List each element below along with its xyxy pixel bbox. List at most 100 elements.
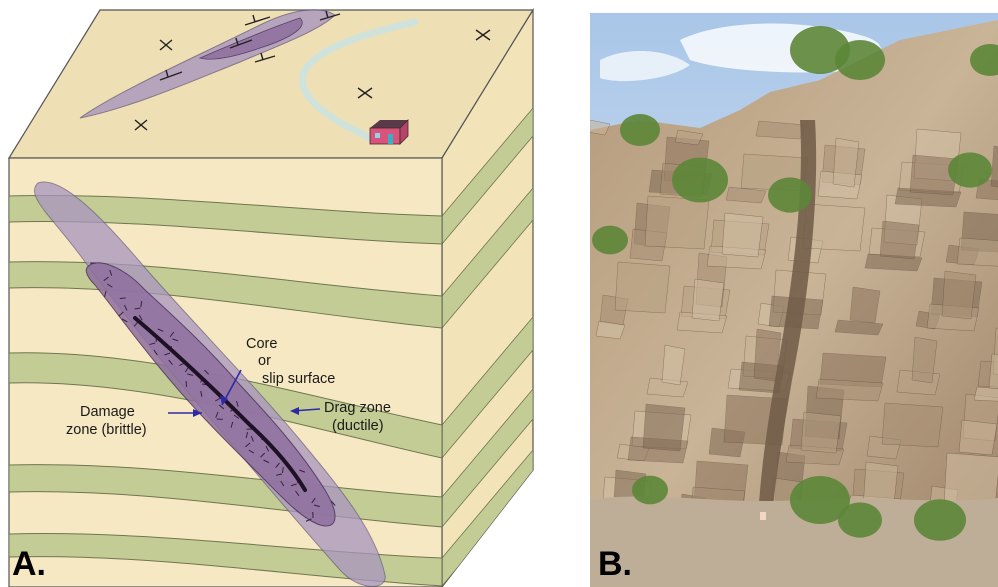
fracture-tick [280, 480, 285, 487]
fracture-tick [104, 290, 107, 297]
rock-block [990, 145, 998, 188]
core-label-line2: or [258, 353, 271, 369]
fracture-tick [168, 359, 173, 365]
vegetation-clump [948, 152, 992, 188]
rock-block [674, 129, 704, 146]
rock-block [815, 378, 884, 402]
core-label-line3: slip surface [262, 371, 335, 387]
rock-block [590, 119, 611, 136]
fracture-tick [245, 431, 248, 438]
fracture-tick [118, 311, 124, 317]
fracture-tick [233, 414, 240, 419]
fracture-tick [295, 490, 300, 497]
fracture-tick [187, 373, 194, 376]
fracture-tick [305, 518, 312, 522]
fracture-tick [276, 473, 283, 476]
zone-labels: Core or slip surface Damage zone (brittl… [66, 336, 391, 438]
fracture-tick [121, 318, 128, 323]
drag-label-line2: (ductile) [332, 418, 384, 434]
vegetation [592, 26, 998, 541]
rock-block [725, 186, 767, 204]
fracture-tick [282, 466, 284, 474]
fracture-tick [215, 411, 219, 418]
rock-block [941, 270, 977, 320]
side-layer-stripe [442, 186, 533, 330]
vegetation-clump [914, 499, 966, 541]
road [299, 18, 419, 144]
rock-block [909, 154, 959, 196]
fracture-tick [133, 321, 139, 327]
rock-block [614, 261, 671, 314]
label-arrows [168, 369, 321, 417]
rock-block [849, 286, 881, 324]
rock-block [879, 220, 920, 260]
fracture-tick [119, 297, 126, 300]
fracture-tick [290, 483, 297, 487]
fracture-tick [230, 421, 234, 428]
strike-dip-symbols [134, 10, 491, 131]
fracture-tick [215, 397, 221, 402]
rock-block [691, 278, 725, 322]
vegetation-clump [970, 44, 998, 76]
fracture-tick [103, 276, 109, 282]
fracture-tick [250, 435, 254, 442]
fracture-tick [124, 304, 128, 311]
fault-core-slip-surface [133, 316, 307, 492]
vegetation-clump [632, 475, 668, 505]
vegetation-clump [790, 476, 850, 524]
side-layer-stripe [442, 448, 533, 587]
rock-block [988, 353, 998, 389]
vegetation-clump [620, 114, 660, 146]
fault-band [758, 120, 817, 520]
damage-label-line2: zone (brittle) [66, 422, 147, 438]
rock-block [800, 411, 842, 454]
fracture-tick [157, 328, 164, 332]
fracture-tick [313, 504, 320, 508]
block-diagram: Core or slip surface Damage zone (brittl… [7, 7, 535, 587]
fracture-tick [153, 349, 158, 356]
fracture-tick [106, 283, 113, 288]
panel-b-label: B. [598, 545, 632, 583]
rock-block [644, 195, 710, 250]
fracture-tick [149, 342, 156, 346]
fracture-tick [218, 404, 225, 410]
vegetation-clump [790, 26, 850, 74]
fracture-tick [299, 469, 306, 473]
rock-block [958, 419, 998, 456]
rock-block [832, 137, 860, 188]
rock-block [911, 336, 938, 384]
scale-marker [760, 512, 766, 520]
panel-a-label: A. [12, 545, 46, 583]
rock-block [642, 403, 686, 452]
side-layer-stripe [442, 106, 533, 246]
fracture-tick [164, 352, 171, 356]
vegetation-clump [592, 225, 628, 255]
fracture-tick [263, 459, 270, 464]
damage-label-line1: Damage [80, 404, 135, 420]
vegetation-clump [835, 40, 885, 80]
rock-block [661, 344, 686, 386]
fracture-tick [245, 442, 251, 448]
fracture-tick [236, 400, 239, 407]
rock-block [834, 319, 884, 336]
talus-ground [590, 496, 998, 587]
rock-block [595, 320, 626, 340]
rock-block [881, 402, 944, 448]
fracture-tick [140, 300, 143, 308]
rock-block [956, 237, 998, 267]
fracture-tick [248, 449, 255, 454]
fault-outcrop-photo [590, 13, 998, 587]
fracture-tick [260, 452, 266, 458]
fracture-tick [311, 497, 316, 504]
side-layer-stripe [442, 387, 533, 529]
vegetation-clump [838, 502, 882, 538]
drag-label-line1: Drag zone [324, 400, 391, 416]
fracture-tick [134, 307, 141, 310]
rock-block [973, 386, 998, 402]
rock-layer-stripe [9, 194, 442, 245]
fracture-tick [172, 338, 179, 342]
rock-block [755, 120, 806, 140]
fracture-tick [200, 390, 203, 397]
fracture-tick [265, 445, 270, 452]
